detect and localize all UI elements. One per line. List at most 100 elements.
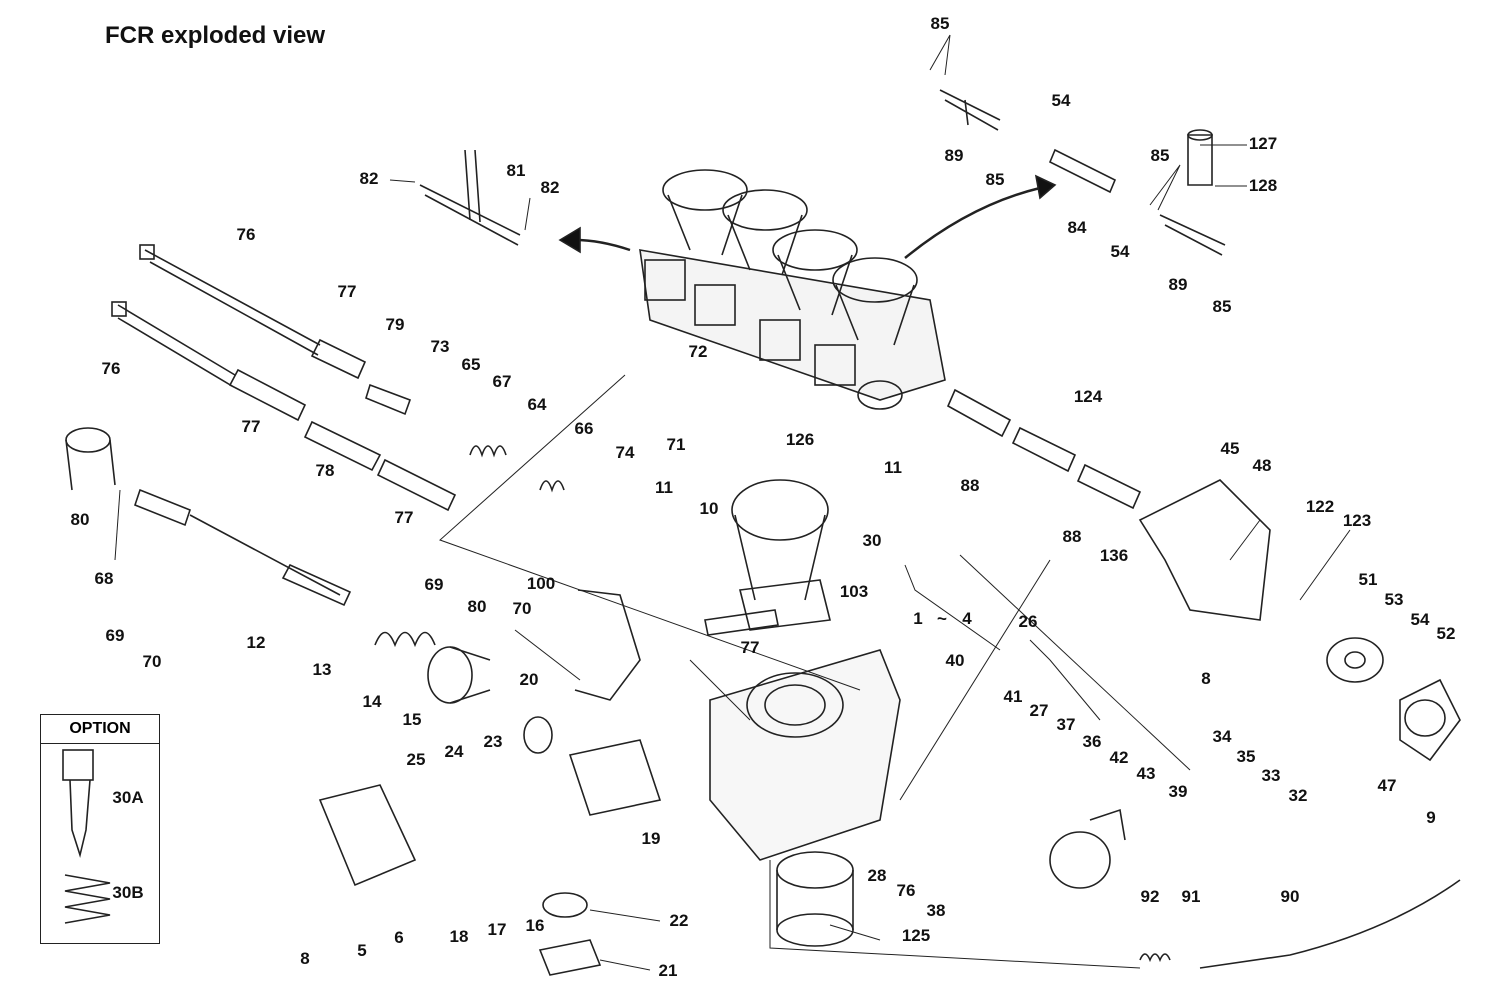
part-callout: 11 [655,478,673,497]
part-callout: 78 [315,461,335,480]
part-callout: 77 [337,282,357,301]
part-callout: 122 [1305,497,1335,516]
part-callout: 85 [1150,146,1170,165]
part-callout: 64 [527,395,547,414]
part-callout: 45 [1220,439,1240,458]
part-callout: 14 [362,692,382,711]
part-callout: 127 [1248,134,1278,153]
part-callout: 51 [1358,570,1378,589]
part-callout: 89 [944,146,964,165]
part-callout: 27 [1029,701,1049,720]
part-callout: 128 [1248,176,1278,195]
part-callout: 41 [1003,687,1023,706]
part-callout: 85 [930,14,950,33]
diagram-title: FCR exploded view [105,22,326,49]
part-callout: 34 [1212,727,1232,746]
part-callout: 126 [785,430,815,449]
part-callout: 15 [402,710,422,729]
part-callout: 12 [246,633,266,652]
part-callout: 77 [241,417,261,436]
part-callout: 72 [688,342,708,361]
part-callout: 123 [1342,511,1372,530]
part-callout: 30 [862,531,882,550]
part-callout: 37 [1056,715,1076,734]
part-callout: 77 [394,508,414,527]
part-callout: 21 [658,961,678,980]
part-callout: 82 [359,169,379,188]
part-callout: 92 [1140,887,1160,906]
part-callout: 11 [884,458,902,477]
part-callout: 84 [1067,218,1087,237]
part-callout: 40 [945,651,965,670]
part-callout: 39 [1168,782,1188,801]
part-callout: 81 [506,161,526,180]
part-callout: 48 [1252,456,1272,475]
option-label-30a: 30A [112,788,144,807]
part-callout: 26 [1018,612,1038,631]
part-callout: 70 [512,599,532,618]
option-panel: OPTION [40,714,160,944]
part-callout: 82 [540,178,560,197]
part-callout: 20 [519,670,539,689]
part-callout: 79 [385,315,405,334]
part-callout: 53 [1384,590,1404,609]
part-callout: 19 [641,829,661,848]
part-callout: 80 [467,597,487,616]
part-callout: 68 [94,569,114,588]
part-callout: 136 [1099,546,1129,565]
part-callout: 54 [1410,610,1430,629]
part-callout: 67 [492,372,512,391]
part-callout: ~ [937,609,947,628]
part-callout: 9 [1426,808,1436,827]
part-callout: 47 [1377,776,1397,795]
part-callout: 33 [1261,766,1281,785]
part-callout: 38 [926,901,946,920]
part-callout: 4 [962,609,972,628]
part-callout: 36 [1082,732,1102,751]
part-callout: 16 [525,916,545,935]
part-callout: 70 [142,652,162,671]
part-callout: 13 [312,660,332,679]
part-callout: 32 [1288,786,1308,805]
part-callout: 76 [896,881,916,900]
throttle-shafts [111,89,1226,636]
part-callout: 5 [357,941,367,960]
part-callout: 85 [985,170,1005,189]
part-callout: 1 [913,609,923,628]
part-callout: 24 [444,742,464,761]
part-callout: 6 [394,928,404,947]
part-callout: 8 [1201,669,1211,688]
part-callout: 100 [526,574,556,593]
part-callout: 91 [1181,887,1201,906]
part-callout: 85 [1212,297,1232,316]
part-callout: 89 [1168,275,1188,294]
part-callout: 69 [424,575,444,594]
part-callout: 88 [960,476,980,495]
springs [64,445,1171,963]
part-callout: 54 [1110,242,1130,261]
option-heading: OPTION [41,715,159,744]
option-label-30b: 30B [112,883,144,902]
carburetor-body [62,427,1461,976]
part-callout: 10 [699,499,719,518]
part-callout: 69 [105,626,125,645]
part-callout: 25 [406,750,426,769]
part-callout: 88 [1062,527,1082,546]
part-callout: 76 [101,359,121,378]
part-callout: 42 [1109,748,1129,767]
part-callout: 71 [666,435,686,454]
part-callout: 18 [449,927,469,946]
carburetor-bank [639,169,946,410]
part-callout: 103 [839,582,869,601]
part-callout: 8 [300,949,310,968]
part-callout: 52 [1436,624,1456,643]
part-callout: 43 [1136,764,1156,783]
part-callout: 74 [615,443,635,462]
part-callout: 76 [236,225,256,244]
part-callout: 65 [461,355,481,374]
part-callout: 73 [430,337,450,356]
part-callout: 35 [1236,747,1256,766]
part-callout: 22 [669,911,689,930]
part-callout: 28 [867,866,887,885]
